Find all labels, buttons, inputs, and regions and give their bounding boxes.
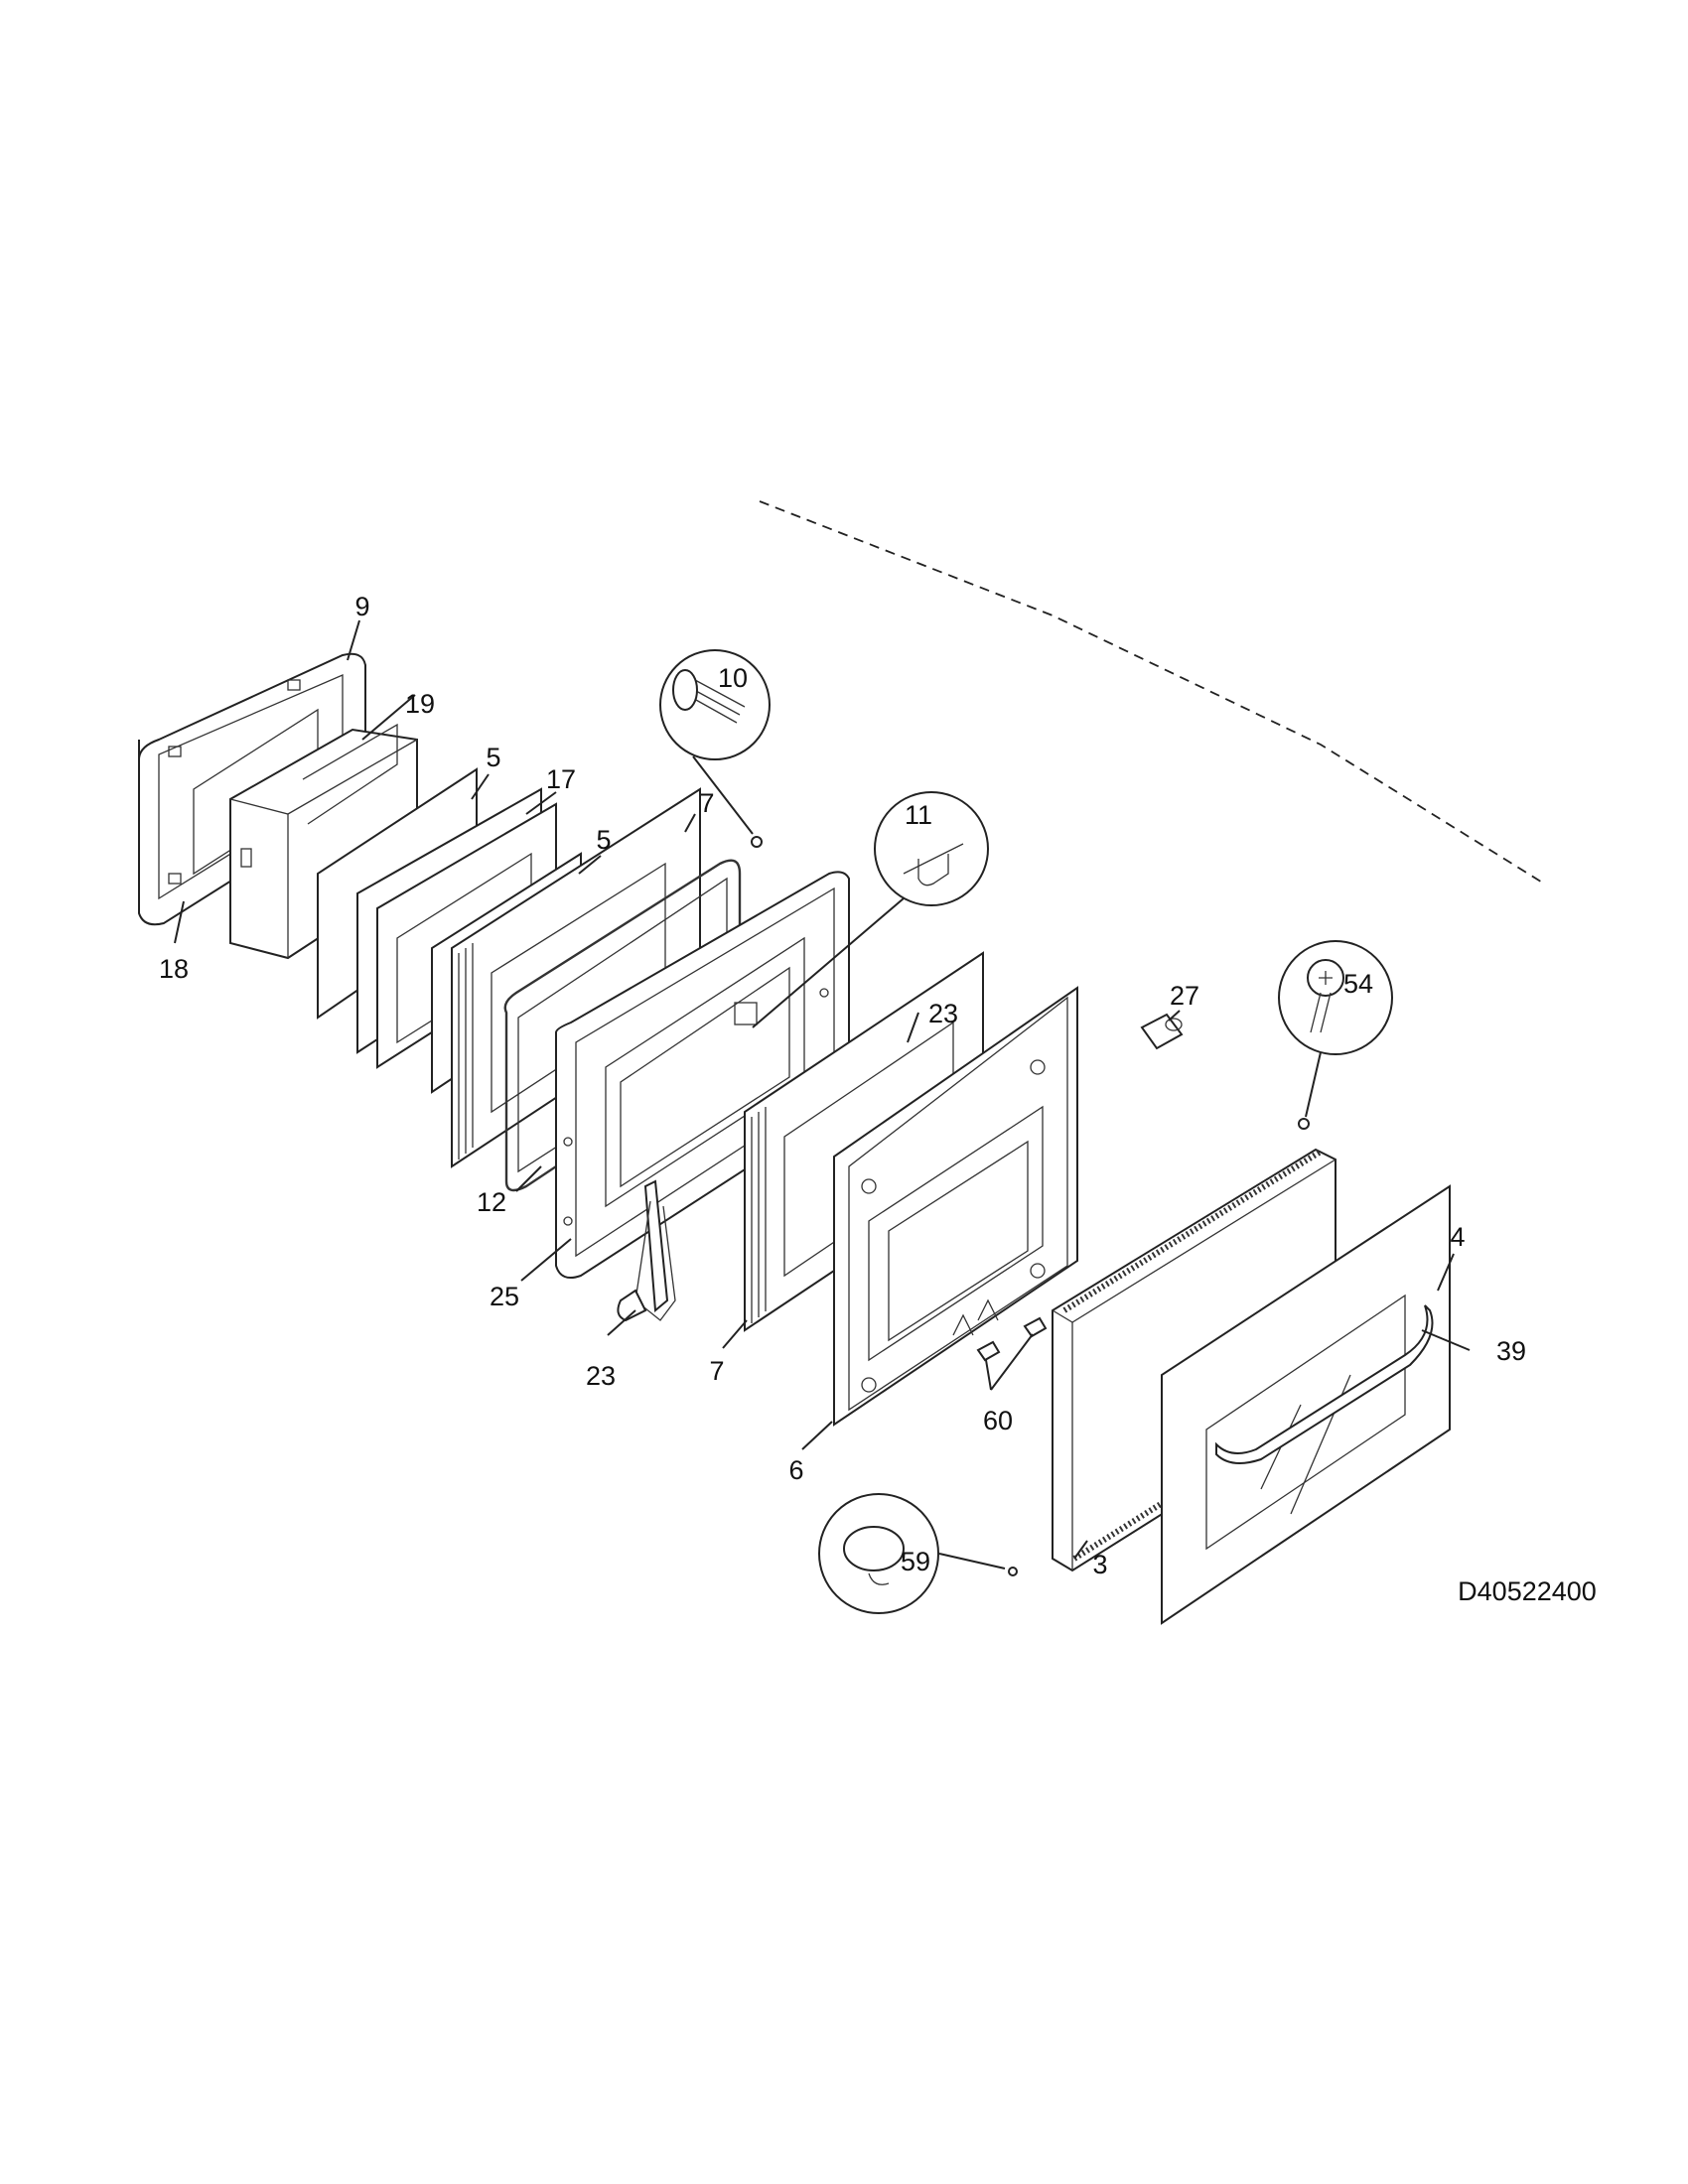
drawing-code: D40522400 <box>1458 1576 1597 1606</box>
callout-59: 59 <box>901 1547 930 1576</box>
part-6-inner-door-panel <box>833 986 1078 1427</box>
detail-bubble-10-screw <box>659 649 771 848</box>
callout-5-a: 5 <box>486 743 500 772</box>
callout-labels: 9 19 5 17 5 7 10 11 18 12 25 23 23 7 6 2… <box>159 592 1526 1579</box>
callout-9: 9 <box>354 592 369 621</box>
part-23-hinge-left <box>617 1179 676 1322</box>
callout-25: 25 <box>490 1282 519 1311</box>
callout-11: 11 <box>905 800 932 830</box>
callout-7-b: 7 <box>709 1356 724 1386</box>
part-60-clips <box>976 1316 1048 1362</box>
callout-39: 39 <box>1496 1336 1526 1366</box>
callout-6: 6 <box>788 1455 803 1485</box>
callout-10: 10 <box>718 663 748 693</box>
callout-23-a: 23 <box>928 999 958 1028</box>
callout-7-a: 7 <box>699 788 714 818</box>
callout-5-b: 5 <box>596 825 611 855</box>
callout-18: 18 <box>159 954 189 984</box>
detail-bubble-11-bracket <box>752 791 989 1028</box>
callout-23-b: 23 <box>586 1361 616 1391</box>
leader-lines <box>174 619 1471 1560</box>
part-25-inner-frame <box>555 871 850 1279</box>
callout-12: 12 <box>477 1187 506 1217</box>
detail-bubble-59-bumper <box>818 1493 1018 1614</box>
callout-27: 27 <box>1170 981 1199 1011</box>
callout-19: 19 <box>405 689 435 719</box>
callout-4: 4 <box>1450 1222 1465 1252</box>
callout-60: 60 <box>983 1406 1013 1435</box>
callout-54: 54 <box>1343 969 1373 999</box>
part-4-outer-glass <box>1161 1184 1451 1625</box>
detail-bubble-54-screw <box>1278 940 1393 1130</box>
alignment-dashed-line <box>759 500 1545 885</box>
part-39-handle <box>1215 1304 1434 1464</box>
callout-17: 17 <box>546 764 576 794</box>
part-27-spacer <box>1140 1013 1184 1050</box>
callout-3: 3 <box>1092 1550 1107 1579</box>
